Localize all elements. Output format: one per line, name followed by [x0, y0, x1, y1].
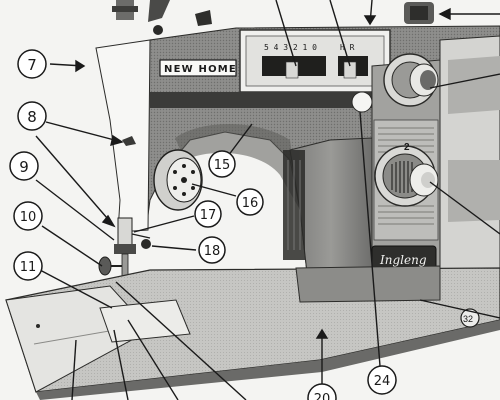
- leader-lines: [35, 0, 500, 400]
- dial-number: 2: [404, 142, 410, 153]
- svg-text:17: 17: [200, 208, 217, 223]
- callout-16: 16: [236, 188, 264, 216]
- callout-7: 7: [17, 49, 47, 79]
- svg-text:16: 16: [242, 196, 259, 211]
- svg-text:24: 24: [374, 374, 391, 389]
- svg-text:7: 7: [27, 56, 37, 74]
- callout-24: 24: [367, 365, 397, 395]
- callout-9: 9: [9, 151, 39, 181]
- svg-text:11: 11: [20, 260, 37, 275]
- callout-8: 8: [17, 101, 47, 131]
- machine-head: [95, 25, 500, 301]
- callout-15: 15: [208, 150, 236, 178]
- base-plate: [5, 265, 500, 400]
- callout-11: 11: [13, 251, 43, 281]
- svg-text:15: 15: [214, 158, 231, 173]
- svg-text:9: 9: [19, 158, 29, 176]
- hr-label: H R: [340, 43, 355, 52]
- bobbin-winder: [153, 149, 203, 211]
- callouts: 7 8 9 10 11 15 16 17: [9, 49, 397, 400]
- corner-number: 32: [463, 314, 473, 324]
- top-parts: [112, 0, 434, 35]
- svg-text:8: 8: [27, 108, 37, 126]
- callout-17: 17: [194, 200, 222, 228]
- svg-text:20: 20: [314, 392, 331, 400]
- stitch-scale-label: 5 4 3 2 1 0: [264, 43, 317, 52]
- svg-text:18: 18: [204, 244, 221, 259]
- svg-text:10: 10: [20, 210, 37, 225]
- lower-dial: [374, 145, 439, 207]
- callout-20: 20: [307, 383, 337, 400]
- model-script-label: Ingleng: [379, 253, 427, 267]
- callout-18: 18: [198, 236, 226, 264]
- callout-10: 10: [13, 201, 43, 231]
- pillar-vents: [283, 150, 305, 260]
- brand-logo-text: NEW HOME: [164, 64, 237, 75]
